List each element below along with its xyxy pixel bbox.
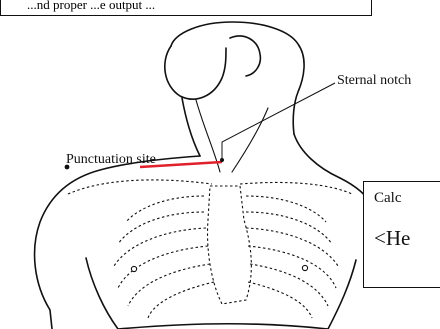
rib-r6 [248,282,312,318]
punctuation-site-label: Punctuation site [66,152,156,168]
sternal-notch-leader [222,83,335,160]
calc-panel-title: Calc [374,190,402,207]
rib-r1 [246,196,326,222]
right-clavicle [240,182,352,194]
rib-l5 [128,264,210,306]
left-clavicle [68,180,212,194]
neck-muscle-right [232,108,268,172]
rib-l1 [126,196,204,222]
rib-l6 [148,282,214,318]
neck-right [294,134,340,178]
jaw-line [165,46,226,99]
head-outline [171,22,304,134]
sternal-notch-label: Sternal notch [337,73,411,89]
sternum [208,186,252,304]
calc-panel: Calc <He [363,181,440,288]
right-nipple [302,265,307,270]
right-arm-inner [328,260,356,329]
left-nipple [131,266,136,271]
rib-r5 [250,264,328,306]
rib-r2 [246,212,332,244]
calc-panel-formula: <He [374,226,410,251]
ear [230,36,260,76]
lower-torso [118,324,328,329]
neck-left [182,98,200,156]
left-arm-inner [86,258,118,329]
rib-r4 [248,246,336,288]
